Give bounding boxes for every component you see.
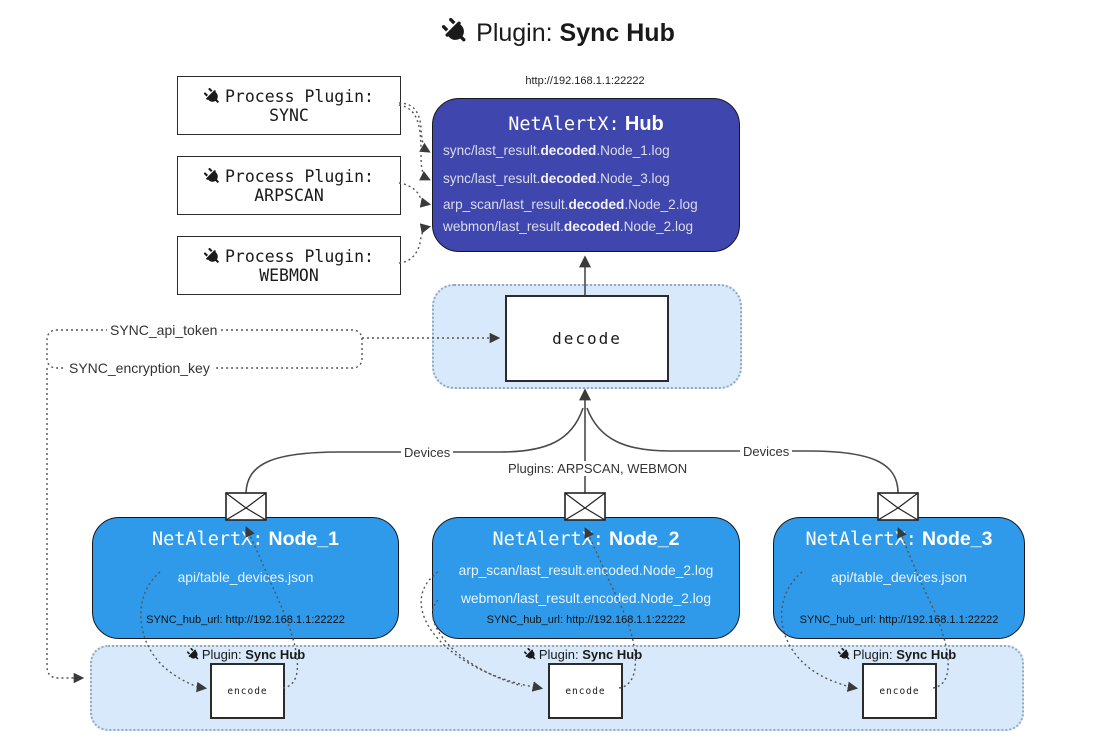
hub-box: NetAlertX: Hub sync/last_result.decoded.… bbox=[432, 98, 740, 252]
node-box-node1: NetAlertX: Node_1 api/table_devices.json… bbox=[92, 517, 399, 639]
diagram-title: Plugin: Sync Hub bbox=[0, 14, 1117, 49]
process-plugin-label: Process Plugin: bbox=[224, 86, 374, 106]
edge-sync-to-hub-line1 bbox=[398, 102, 431, 153]
process-plugin-box-arpscan: Process Plugin: ARPSCAN bbox=[177, 156, 401, 215]
encoder-label: Plugin: Sync Hub bbox=[166, 646, 326, 663]
edge-label-devices-left: Devices bbox=[401, 445, 454, 460]
process-plugin-label: Process Plugin: bbox=[224, 246, 374, 266]
process-plugin-name: SYNC bbox=[269, 105, 309, 125]
node-box-node3: NetAlertX: Node_3 api/table_devices.json… bbox=[773, 517, 1025, 639]
encode-box: encode bbox=[862, 663, 937, 719]
process-plugin-box-sync: Process Plugin: SYNC bbox=[177, 76, 401, 135]
hub-log-line: sync/last_result.decoded.Node_3.log bbox=[443, 171, 670, 186]
hub-title: NetAlertX: Hub bbox=[433, 113, 739, 136]
edge-arpscan-to-hub-line3 bbox=[398, 182, 432, 208]
edge-label-plugins: Plugins: ARPSCAN, WEBMON bbox=[505, 461, 691, 476]
diagram-title-name: Sync Hub bbox=[559, 19, 675, 47]
plug-icon bbox=[201, 85, 224, 107]
edge-sync-to-hub-line2 bbox=[398, 104, 431, 181]
encoder-label: Plugin: Sync Hub bbox=[503, 646, 663, 663]
encode-box: encode bbox=[548, 663, 623, 719]
hub-title-name: Hub bbox=[624, 113, 664, 135]
hub-title-prefix: NetAlertX: bbox=[508, 114, 620, 135]
envelope-icons bbox=[225, 492, 919, 521]
process-plugin-name: ARPSCAN bbox=[254, 185, 324, 205]
process-plugin-name: WEBMON bbox=[259, 265, 319, 285]
process-plugin-box-webmon: Process Plugin: WEBMON bbox=[177, 236, 401, 295]
plug-icon bbox=[836, 646, 853, 663]
node-hub-url: SYNC_hub_url: http://192.168.1.1:22222 bbox=[799, 614, 999, 626]
node-box-node2: NetAlertX: Node_2 arp_scan/last_result.e… bbox=[432, 517, 740, 639]
plug-icon bbox=[201, 245, 224, 267]
sync-api-token-label: SYNC_api_token bbox=[107, 322, 221, 338]
decode-box: decode bbox=[505, 295, 669, 382]
node-hub-url: SYNC_hub_url: http://192.168.1.1:22222 bbox=[146, 614, 345, 626]
envelope-icon bbox=[564, 492, 606, 521]
sync-encryption-key-label: SYNC_encryption_key bbox=[66, 360, 213, 376]
node-line: api/table_devices.json bbox=[831, 570, 967, 585]
node-hub-url: SYNC_hub_url: http://192.168.1.1:22222 bbox=[486, 614, 686, 626]
encoder-label: Plugin: Sync Hub bbox=[817, 646, 977, 663]
encode-box: encode bbox=[210, 663, 285, 719]
plug-icon bbox=[522, 646, 539, 663]
process-plugin-label: Process Plugin: bbox=[224, 166, 374, 186]
node-line: api/table_devices.json bbox=[177, 570, 314, 585]
hub-log-line: arp_scan/last_result.decoded.Node_2.log bbox=[443, 197, 698, 212]
plug-icon bbox=[201, 165, 224, 187]
envelope-icon bbox=[877, 492, 919, 521]
hub-log-line: sync/last_result.decoded.Node_1.log bbox=[443, 143, 670, 158]
envelope-icon bbox=[225, 492, 267, 521]
node-line: webmon/last_result.encoded.Node_2.log bbox=[460, 591, 712, 606]
edge-secrets-to-encoders bbox=[46, 368, 85, 684]
node-title: NetAlertX: Node_1 bbox=[152, 528, 339, 550]
plug-icon bbox=[185, 646, 202, 663]
hub-url: http://192.168.1.1:22222 bbox=[525, 75, 645, 87]
plug-icon bbox=[438, 14, 473, 49]
node-title: NetAlertX: Node_2 bbox=[492, 528, 680, 550]
node-title: NetAlertX: Node_3 bbox=[805, 528, 993, 550]
diagram-title-prefix: Plugin: bbox=[476, 19, 553, 47]
node-line: arp_scan/last_result.encoded.Node_2.log bbox=[458, 563, 714, 578]
edge-webmon-to-hub-line4 bbox=[398, 223, 432, 264]
edge-label-devices-right: Devices bbox=[740, 444, 793, 459]
hub-log-line: webmon/last_result.decoded.Node_2.log bbox=[443, 219, 694, 234]
